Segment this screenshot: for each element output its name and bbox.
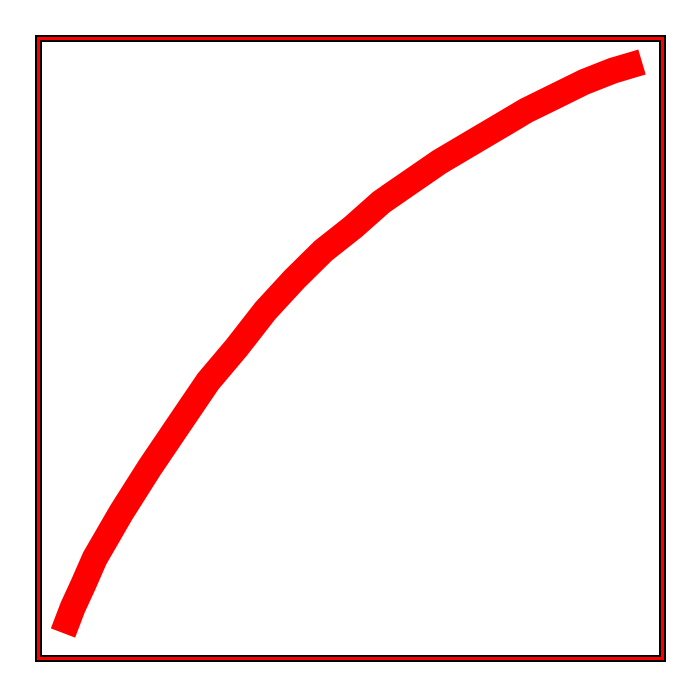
- frame-red-band: [36, 36, 665, 661]
- frame-outer-border: [35, 35, 666, 662]
- frame-inner-border: [40, 40, 661, 657]
- plot-frame: [35, 35, 666, 662]
- plot-area: [50, 49, 646, 638]
- series-line-0: [50, 49, 646, 638]
